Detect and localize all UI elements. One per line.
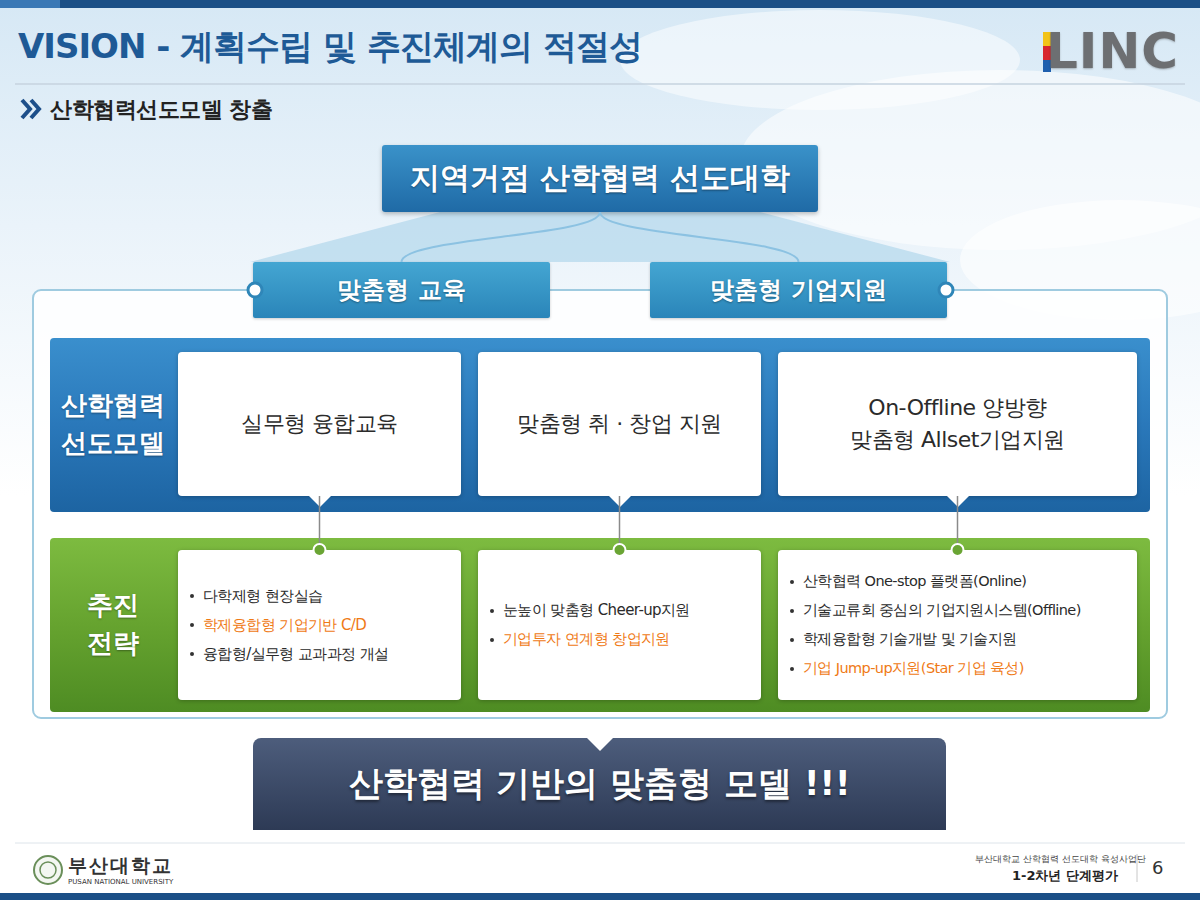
bullet-item: 눈높이 맞춤형 Cheer-up지원	[490, 601, 761, 620]
bullet-list: 눈높이 맞춤형 Cheer-up지원기업투자 연계형 창업지원	[478, 550, 761, 700]
node-text: 맞춤형 기업지원	[710, 274, 886, 306]
bullet-item: 산학협력 One-stop 플랫폼(Online)	[790, 572, 1137, 591]
fan-connector	[250, 212, 950, 262]
connector-dot	[614, 544, 626, 556]
bullet-dot	[190, 594, 194, 598]
band-label: 추진 전략	[82, 587, 144, 662]
text-label: 1-2차년 단계평가	[1012, 867, 1118, 885]
process-box: On-Offline 양방향 맞춤형 Allset기업지원	[778, 352, 1137, 496]
pointer-triangle	[586, 737, 614, 751]
university-seal	[34, 856, 62, 884]
band-label-area: 산학협력 선도모델	[50, 338, 176, 512]
text-label: PUSAN NATIONAL UNIVERSITY	[68, 878, 173, 886]
pointer-triangle	[947, 496, 969, 507]
bullet-dot	[790, 580, 794, 584]
bullet-item: 기업 Jump-up지원(Star 기업 육성)	[790, 659, 1137, 678]
bullet-item: 학제융합형 기술개발 및 기술지원	[790, 630, 1137, 649]
bullet-item: 융합형/실무형 교과과정 개설	[190, 645, 461, 664]
cloud	[620, 10, 1020, 110]
bullet-item: 학제융합형 기업기반 C/D	[190, 616, 461, 635]
bullet-dot	[790, 609, 794, 613]
bullet-dot	[190, 623, 194, 627]
text-label: 부산대학교	[68, 853, 173, 879]
bullet-dot	[790, 667, 794, 671]
bullet-list: 산학협력 One-stop 플랫폼(Online) 기술교류회 중심의 기업지원시…	[778, 550, 1137, 700]
bullet-text: 학제융합형 기업기반 C/D	[203, 616, 366, 635]
connector	[957, 496, 959, 550]
process-box: 맞춤형 취 · 창업 지원	[478, 352, 761, 496]
top-bar	[0, 0, 1200, 8]
band-label-area: 추진 전략	[50, 538, 176, 712]
text-label: 6	[1152, 857, 1163, 878]
process-box: 맞춤형 기업지원	[650, 262, 947, 318]
university-seal	[40, 862, 56, 878]
bullet-text: 기술교류회 중심의 기업지원시스템(Offline)	[803, 601, 1081, 620]
strategy-band: 추진 전략 다학제형 현장실습학제융합형 기업기반 C/D 융합형/실무형 교과과정…	[50, 538, 1150, 712]
bullet-dot	[790, 638, 794, 642]
bullet-dot	[490, 609, 494, 613]
bottom-bar	[0, 893, 1200, 900]
node-text: 맞춤형 취 · 창업 지원	[517, 408, 721, 440]
process-box: 지역거점 산학협력 선도대학	[382, 145, 818, 212]
band-label: 산학협력 선도모델	[57, 387, 169, 462]
connector	[600, 212, 799, 262]
connector	[402, 212, 601, 262]
bullet-box: 산학협력 One-stop 플랫폼(Online) 기술교류회 중심의 기업지원시…	[778, 550, 1137, 700]
title-rule	[15, 83, 1185, 85]
bullet-text: 산학협력 One-stop 플랫폼(Online)	[803, 572, 1026, 591]
process-box: 맞춤형 교육	[253, 262, 550, 318]
node-text: 맞춤형 교육	[337, 274, 465, 306]
bullet-dot	[190, 652, 194, 656]
footer-rule	[15, 843, 1185, 844]
bullet-dot	[490, 638, 494, 642]
node-text: 실무형 융합교육	[241, 408, 398, 440]
bullet-text: 학제융합형 기술개발 및 기술지원	[803, 630, 1017, 649]
node-text: On-Offline 양방향 맞춤형 Allset기업지원	[838, 392, 1078, 456]
process-box: 실무형 융합교육	[178, 352, 461, 496]
bullet-box: 눈높이 맞춤형 Cheer-up지원기업투자 연계형 창업지원	[478, 550, 761, 700]
chevron	[31, 100, 39, 118]
pointer-triangle	[609, 496, 631, 507]
text-label: 부산대학교 산학협력 선도대학 육성사업단	[975, 853, 1146, 866]
bullet-text: 다학제형 현장실습	[203, 587, 322, 606]
chevron	[22, 100, 30, 118]
slide-title: VISION - 계획수립 및 추진체계의 적절성	[18, 24, 642, 70]
node-text: 지역거점 산학협력 선도대학	[410, 158, 791, 199]
connector-dot	[314, 544, 326, 556]
bullet-item: 다학제형 현장실습	[190, 587, 461, 606]
bullet-text: 기업 Jump-up지원(Star 기업 육성)	[803, 659, 1024, 678]
text-label: 산학협력선도모델 창출	[50, 95, 272, 125]
frame	[33, 290, 1167, 718]
top-bar-accent	[0, 0, 60, 8]
pointer-triangle	[309, 496, 331, 507]
node-text: 산학협력 기반의 맞춤형 모델 !!!	[349, 761, 851, 807]
connector-dot	[952, 544, 964, 556]
connector	[319, 496, 321, 550]
bullet-item: 기업투자 연계형 창업지원	[490, 630, 761, 649]
bullet-text: 융합형/실무형 교과과정 개설	[203, 645, 389, 664]
bullet-box: 다학제형 현장실습학제융합형 기업기반 C/D 융합형/실무형 교과과정 개설	[178, 550, 461, 700]
logo-text: LINC	[1046, 22, 1179, 80]
bullet-list: 다학제형 현장실습학제융합형 기업기반 C/D 융합형/실무형 교과과정 개설	[178, 550, 461, 700]
process-box: 산학협력 기반의 맞춤형 모델 !!!	[253, 738, 946, 830]
bullet-item: 기술교류회 중심의 기업지원시스템(Offline)	[790, 601, 1137, 620]
bullet-text: 눈높이 맞춤형 Cheer-up지원	[503, 601, 690, 620]
connector	[619, 496, 621, 550]
bullet-text: 기업투자 연계형 창업지원	[503, 630, 670, 649]
strategy-band: 산학협력 선도모델 실무형 융합교육 맞춤형 취 · 창업 지원 On-Offline…	[50, 338, 1150, 512]
